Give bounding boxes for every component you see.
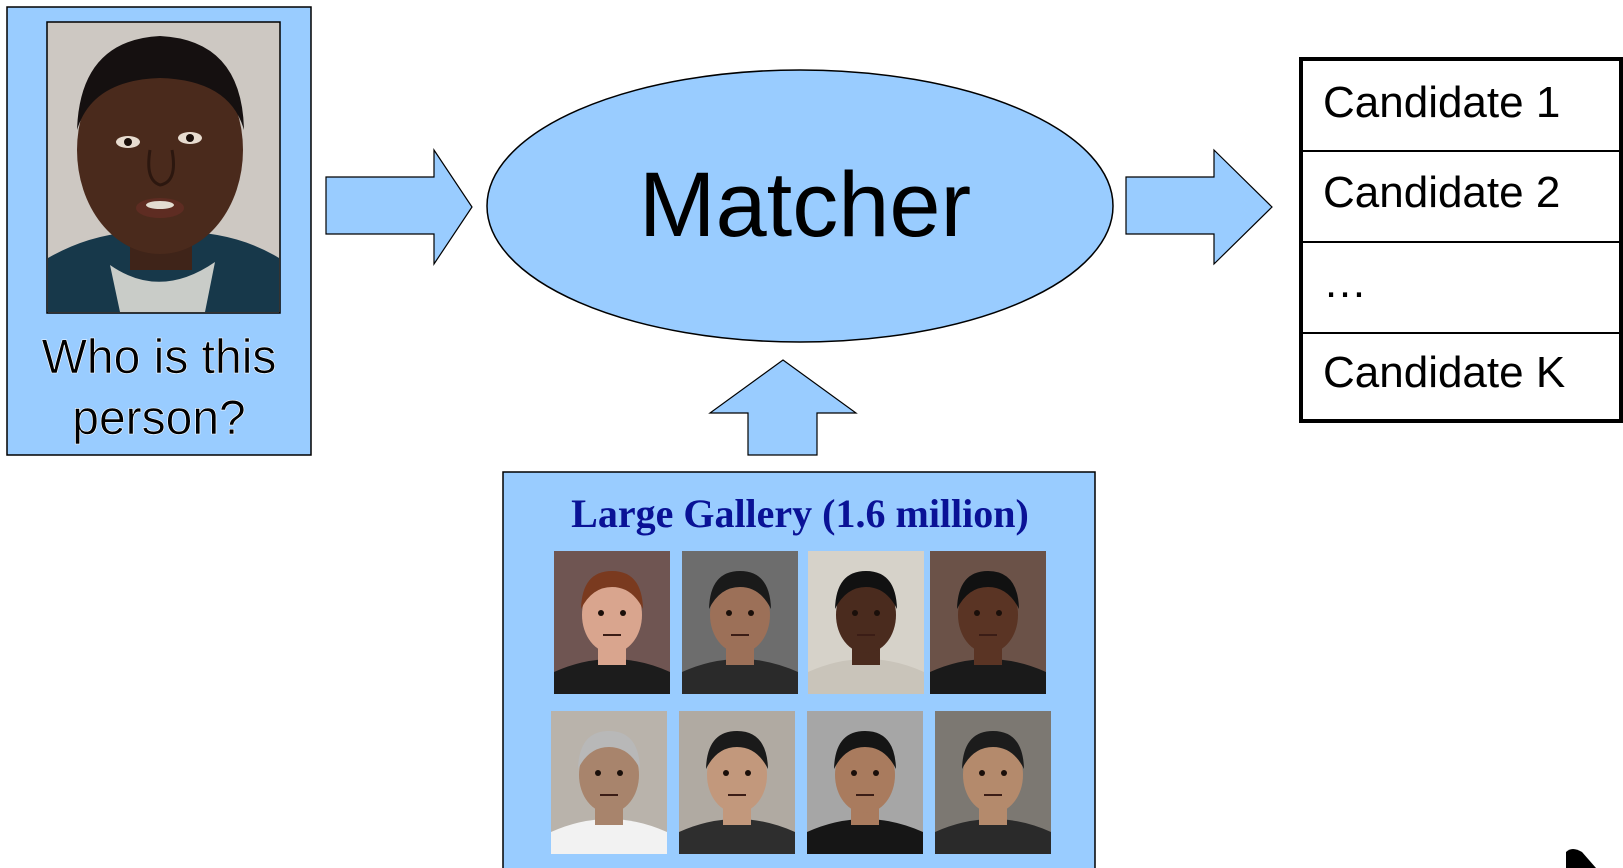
gallery-hair-shape xyxy=(962,731,1024,769)
gallery-head-shape xyxy=(710,577,770,653)
candidate-item-2: Candidate 2 xyxy=(1323,168,1560,217)
candidate-item-1: Candidate 1 xyxy=(1323,78,1560,127)
cursor-icon xyxy=(1566,849,1596,868)
gallery-left-eye xyxy=(726,610,732,616)
candidate-item-ellipsis: … xyxy=(1323,258,1367,307)
gallery-photo-7 xyxy=(807,711,923,854)
probe-nose-shape xyxy=(147,149,175,187)
gallery-photo-grid xyxy=(551,551,1051,854)
gallery-hair-shape xyxy=(835,571,897,609)
matcher-label: Matcher xyxy=(639,154,971,256)
candidate-item-k: Candidate K xyxy=(1323,348,1565,397)
gallery-photo-2 xyxy=(682,551,798,694)
probe-collar-shape xyxy=(110,262,215,312)
probe-right-pupil xyxy=(186,134,194,142)
gallery-right-eye xyxy=(874,610,880,616)
gallery-head-shape xyxy=(582,577,642,653)
gallery-head-shape xyxy=(835,737,895,813)
gallery-shirt-shape xyxy=(807,819,923,854)
probe-photo xyxy=(46,21,281,314)
gallery-hair-shape xyxy=(957,571,1019,609)
gallery-left-eye xyxy=(723,770,729,776)
gallery-photo-4 xyxy=(930,551,1046,694)
gallery-shirt-shape xyxy=(808,659,924,694)
candidate-list-border xyxy=(1299,57,1623,423)
probe-panel: Who is this person? xyxy=(6,6,312,456)
candidate-list: Candidate 1 Candidate 2 … Candidate K xyxy=(1299,57,1623,423)
gallery-shirt-shape xyxy=(682,659,798,694)
gallery-right-eye xyxy=(620,610,626,616)
gallery-shirt-shape xyxy=(551,819,667,854)
arrow-probe-to-matcher xyxy=(325,148,473,266)
gallery-right-eye xyxy=(745,770,751,776)
gallery-shirt-shape xyxy=(554,659,670,694)
gallery-hair-shape xyxy=(834,731,896,769)
gallery-right-eye xyxy=(873,770,879,776)
arrow-matcher-to-candidates xyxy=(1125,148,1273,266)
gallery-title: Large Gallery (1.6 million) xyxy=(571,491,1029,536)
gallery-photo-6 xyxy=(679,711,795,854)
gallery-right-eye xyxy=(617,770,623,776)
gallery-photo-5 xyxy=(551,711,667,854)
gallery-photo-1 xyxy=(554,551,670,694)
gallery-head-shape xyxy=(836,577,896,653)
gallery-hair-shape xyxy=(706,731,768,769)
gallery-left-eye xyxy=(979,770,985,776)
probe-caption-line-1: Who is this xyxy=(42,331,277,384)
probe-left-pupil xyxy=(124,138,132,146)
gallery-shirt-shape xyxy=(679,819,795,854)
gallery-left-eye xyxy=(852,610,858,616)
gallery-hair-shape xyxy=(578,731,640,769)
gallery-left-eye xyxy=(598,610,604,616)
gallery-head-shape xyxy=(579,737,639,813)
gallery-photo-8 xyxy=(935,711,1051,854)
probe-head-shape xyxy=(77,46,243,254)
gallery-left-eye xyxy=(851,770,857,776)
gallery-shirt-shape xyxy=(935,819,1051,854)
gallery-hair-shape xyxy=(709,571,771,609)
gallery-head-shape xyxy=(963,737,1023,813)
probe-caption-line-2: person? xyxy=(72,392,245,445)
gallery-head-shape xyxy=(958,577,1018,653)
gallery-photo-3 xyxy=(808,551,924,694)
arrow-gallery-to-matcher xyxy=(708,359,858,456)
probe-teeth-shape xyxy=(146,201,174,209)
gallery-shirt-shape xyxy=(930,659,1046,694)
gallery-left-eye xyxy=(595,770,601,776)
gallery-right-eye xyxy=(748,610,754,616)
probe-shirt-shape xyxy=(48,231,279,312)
gallery-left-eye xyxy=(974,610,980,616)
gallery-right-eye xyxy=(1001,770,1007,776)
gallery-hair-shape xyxy=(581,571,643,609)
gallery-panel: Large Gallery (1.6 million) xyxy=(502,471,1096,868)
probe-hair-shape xyxy=(77,36,244,130)
gallery-head-shape xyxy=(707,737,767,813)
matcher-node: Matcher xyxy=(486,69,1114,343)
gallery-right-eye xyxy=(996,610,1002,616)
matcher-ellipse xyxy=(486,69,1114,343)
